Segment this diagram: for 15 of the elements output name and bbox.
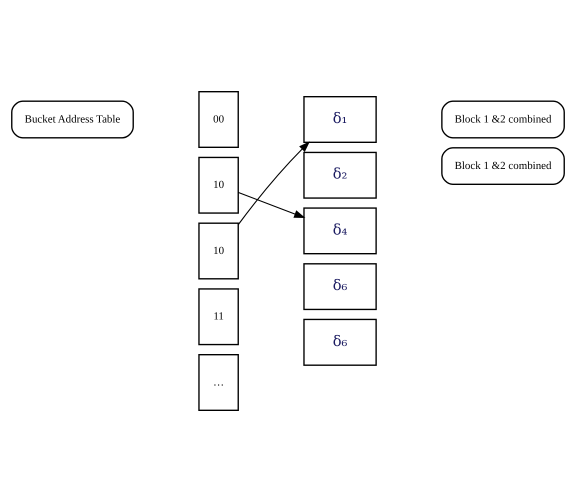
node-box: 00	[198, 90, 239, 148]
node-box: δ₆	[303, 263, 377, 310]
node-box: δ₄	[303, 207, 377, 254]
arrow	[238, 192, 306, 218]
node-box: δ₁	[303, 96, 377, 144]
node-box: …	[198, 354, 239, 412]
node-box: 11	[198, 288, 239, 346]
node-box: δ₂	[303, 152, 377, 199]
node-box: δ₆	[303, 318, 377, 366]
node-box: 10	[198, 156, 239, 214]
node-box: Block 1 &2 combined	[441, 147, 565, 186]
node-box: Block 1 &2 combined	[441, 100, 565, 138]
node-box: Bucket Address Table	[11, 100, 134, 138]
node-box: 10	[198, 222, 239, 280]
arrow	[238, 141, 310, 225]
